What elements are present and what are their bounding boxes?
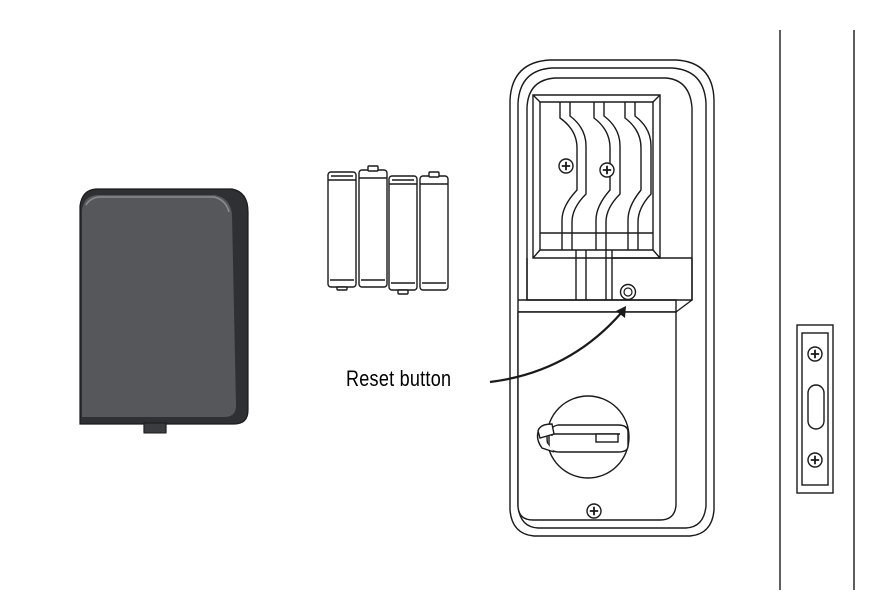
batteries (327, 165, 449, 295)
battery-compartment (532, 94, 661, 259)
strike-screw-icon (807, 452, 823, 468)
battery-2 (358, 165, 388, 288)
strike-screw-icon (807, 346, 823, 362)
reset-button-label: Reset button (346, 366, 452, 391)
door-edge (779, 30, 855, 590)
battery-1 (327, 171, 357, 291)
reset-area (526, 250, 693, 301)
faceplate-screw-icon (586, 503, 602, 519)
compartment-screw-icon (599, 162, 615, 178)
battery-4 (419, 171, 449, 291)
thumb-turn[interactable] (536, 395, 630, 479)
battery-3 (388, 175, 418, 295)
compartment-screw-icon (558, 158, 574, 174)
reset-button-icon[interactable] (619, 283, 637, 301)
callout-arrow (489, 306, 626, 384)
battery-cover (79, 188, 249, 434)
